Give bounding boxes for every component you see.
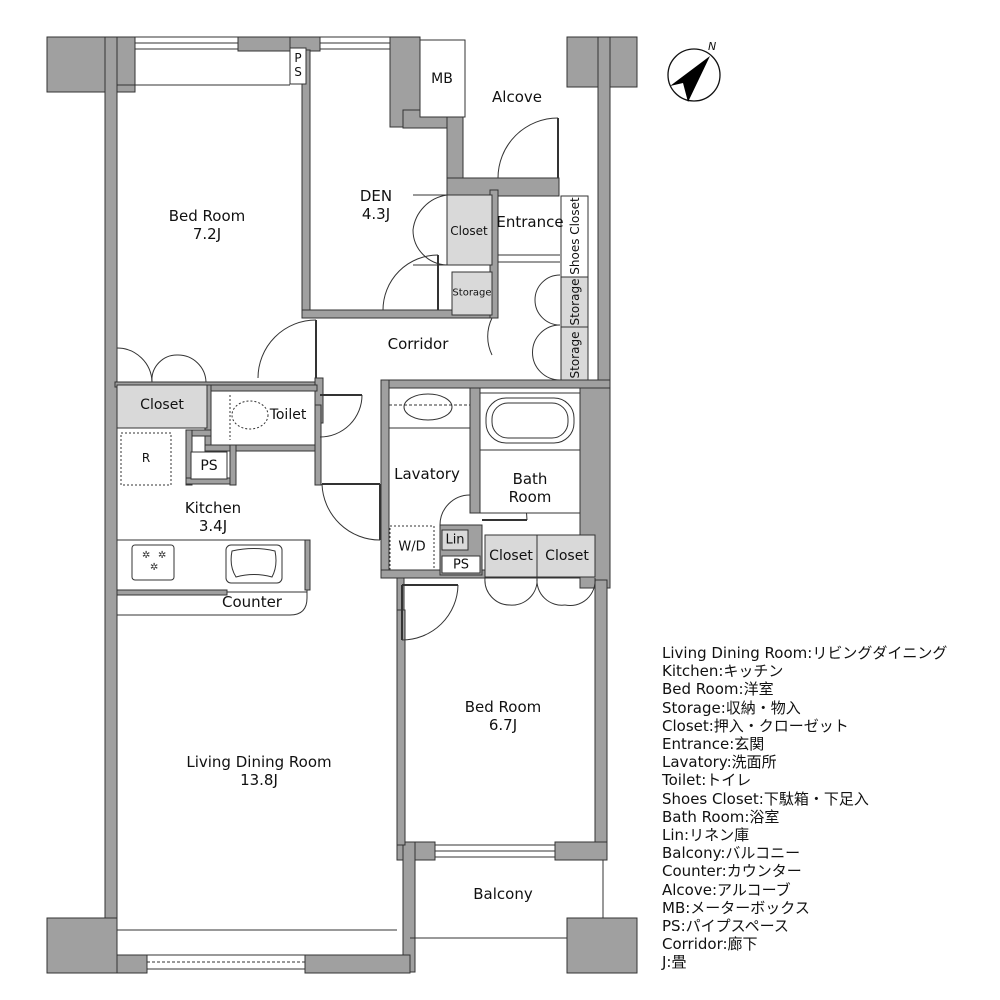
- storage-den: [451, 271, 493, 316]
- legend-item: Lavatory:洗面所: [662, 753, 777, 772]
- svg-text:✲: ✲: [158, 550, 166, 561]
- svg-text:✲: ✲: [150, 562, 158, 573]
- legend-item: Closet:押入・クローゼット: [662, 716, 849, 735]
- legend-item: Shoes Closet:下駄箱・下足入: [662, 789, 869, 808]
- closet-bedroom1-label: Closet: [140, 397, 184, 413]
- closet-bedroom2-a-label: Closet: [489, 548, 533, 564]
- legend-item: Alcove:アルコーブ: [662, 880, 791, 899]
- closet-bedroom2-b: [536, 534, 596, 578]
- closet-bedroom2-a: [484, 534, 538, 578]
- room-alcove: Alcove: [492, 88, 542, 106]
- north-arrow-icon: [667, 48, 721, 102]
- window-living: [146, 954, 306, 970]
- legend-item: Storage:収納・物入: [662, 698, 801, 717]
- wd-label: W/D: [398, 539, 426, 555]
- ps-lavatory-label: PS: [452, 557, 470, 573]
- room-kitchen: Kitchen 3.4J: [185, 499, 241, 535]
- room-name: Living Dining Room: [186, 753, 332, 771]
- legend-item: Bath Room:浴室: [662, 807, 780, 826]
- room-size: 4.3J: [361, 205, 391, 223]
- room-size: 7.2J: [192, 225, 222, 243]
- room-name: Bed Room: [168, 207, 246, 225]
- pillar-top-left: [46, 36, 136, 93]
- room-name: Bed Room: [464, 698, 542, 716]
- closet-bedroom2-b-label: Closet: [545, 548, 589, 564]
- ps-kitchen: [190, 451, 228, 480]
- storage-right1: [560, 276, 589, 328]
- room-size: 6.7J: [488, 716, 518, 734]
- room-den: DEN 4.3J: [360, 187, 392, 223]
- mb-label: MB: [431, 71, 453, 87]
- storage-right2-label: Storage: [568, 331, 582, 379]
- room-name: DEN: [359, 187, 393, 205]
- legend-item: J:畳: [662, 953, 687, 972]
- mb-box: [419, 39, 466, 118]
- lin-label: Lin: [445, 532, 465, 548]
- closet-den: [446, 194, 493, 266]
- room-size: 3.4J: [198, 517, 228, 535]
- room-lavatory: Lavatory: [394, 465, 460, 483]
- room-bath: Bath Room: [509, 470, 552, 506]
- room-corridor: Corridor: [387, 335, 449, 353]
- room-toilet: Toilet: [269, 407, 307, 423]
- room-balcony: Balcony: [473, 885, 533, 903]
- walls: [46, 36, 638, 974]
- legend-item: MB:メーターボックス: [662, 898, 810, 917]
- closet-bedroom1: [116, 384, 208, 429]
- legend-item: Balcony:バルコニー: [662, 844, 801, 863]
- shoes-closet: [560, 195, 589, 278]
- room-name: Bath: [512, 470, 548, 488]
- legend-item: Kitchen:キッチン: [662, 662, 784, 681]
- pillar-bottom-right: [566, 917, 638, 974]
- closet-den-label: Closet: [450, 224, 488, 238]
- room-bedroom2: Bed Room 6.7J: [465, 698, 542, 734]
- legend-item: Corridor:廊下: [662, 935, 758, 954]
- storage-right2: [560, 326, 589, 381]
- wall-left: [104, 36, 118, 973]
- room-name: Room: [508, 488, 552, 506]
- legend-item: Counter:カウンター: [662, 862, 802, 881]
- lin-box: [441, 529, 469, 551]
- wall-right-upper: [597, 36, 611, 383]
- ps-kitchen-label: PS: [200, 458, 218, 474]
- svg-text:✲: ✲: [142, 550, 150, 561]
- room-entrance: Entrance: [496, 213, 564, 231]
- legend-item: Entrance:玄関: [662, 735, 765, 754]
- storage-right1-label: Storage: [568, 278, 582, 326]
- legend: Living Dining Room:リビングダイニング Kitchen:キッチ…: [662, 644, 947, 972]
- legend-item: Bed Room:洋室: [662, 680, 774, 699]
- room-name: Kitchen: [184, 499, 242, 517]
- counter-label: Counter: [222, 593, 282, 611]
- legend-item: PS:パイプスペース: [662, 917, 789, 936]
- legend-item: Living Dining Room:リビングダイニング: [662, 644, 948, 662]
- room-living-dining: Living Dining Room 13.8J: [186, 753, 331, 789]
- ps-top-label-s: S: [294, 65, 302, 79]
- pillar-bottom-left: [46, 917, 118, 974]
- room-size: 13.8J: [240, 771, 278, 789]
- compass-north-label: N: [708, 40, 717, 53]
- legend-item: Lin:リネン庫: [662, 826, 750, 845]
- room-bedroom1: Bed Room 7.2J: [169, 207, 246, 243]
- storage-den-label: Storage: [452, 287, 492, 299]
- ps-top-label-p: P: [294, 51, 302, 65]
- fridge-label: R: [141, 451, 151, 465]
- legend-item: Toilet:トイレ: [662, 771, 752, 790]
- shoes-closet-label: Shoes Closet: [568, 197, 582, 275]
- ps-top: [289, 47, 307, 85]
- ps-lavatory: [441, 555, 481, 574]
